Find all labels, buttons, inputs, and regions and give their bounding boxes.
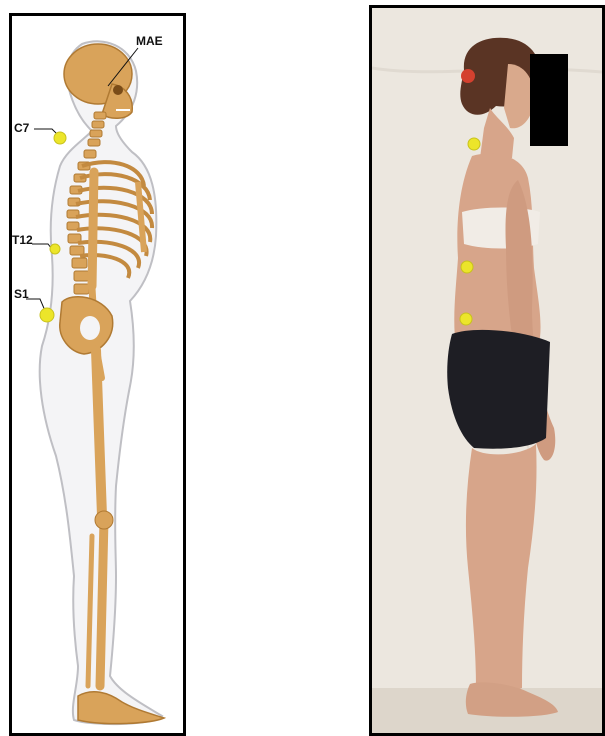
label-c7: C7 <box>14 122 29 134</box>
marker-t12 <box>50 244 60 254</box>
face-censor-bar <box>530 54 568 146</box>
skeleton-illustration <box>12 16 183 733</box>
shorts <box>447 330 550 449</box>
marker-s1 <box>460 313 472 325</box>
knee-cap <box>95 511 113 529</box>
marker-c7 <box>468 138 480 150</box>
lateral-posture-photo <box>372 8 602 733</box>
label-t12: T12 <box>12 234 33 246</box>
marker-s1 <box>40 308 54 322</box>
label-mae: MAE <box>136 35 163 47</box>
skeleton-illustration-panel: MAE C7 T12 S1 <box>9 13 186 736</box>
hair-flower <box>461 69 475 83</box>
marker-c7 <box>54 132 66 144</box>
label-s1: S1 <box>14 288 29 300</box>
marker-t12 <box>461 261 473 273</box>
lateral-posture-photo-panel <box>369 5 605 736</box>
